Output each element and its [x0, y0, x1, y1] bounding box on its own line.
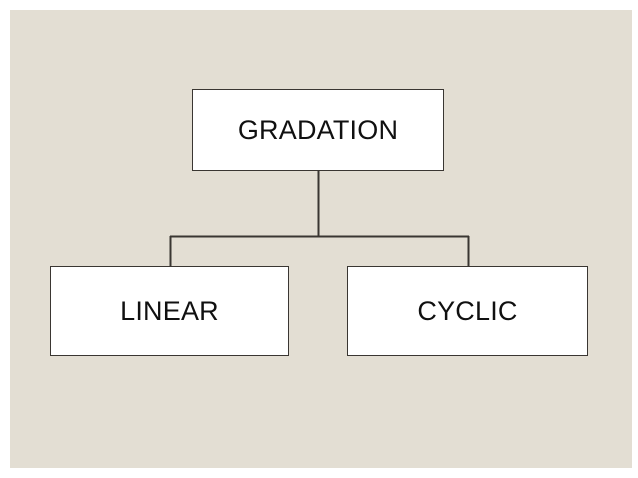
node-cyclic[interactable]: CYCLIC [347, 266, 588, 356]
node-gradation-label: GRADATION [237, 114, 399, 145]
node-linear-label: LINEAR [120, 295, 219, 326]
node-linear[interactable]: LINEAR [50, 266, 289, 356]
node-cyclic-label: CYCLIC [417, 295, 518, 326]
slide-background [10, 10, 632, 468]
node-gradation[interactable]: GRADATION [192, 89, 444, 171]
